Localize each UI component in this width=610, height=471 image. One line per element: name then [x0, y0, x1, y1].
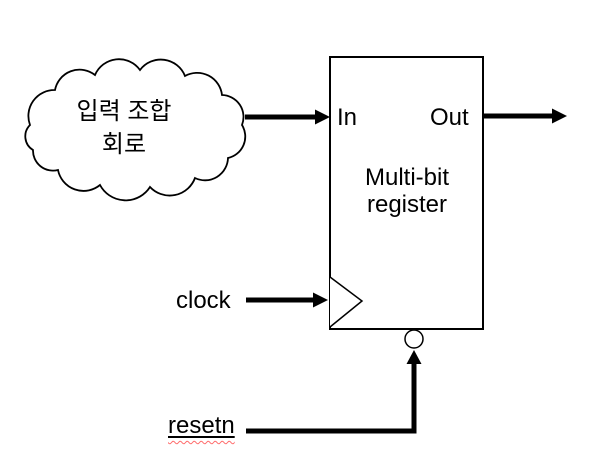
cloud-shape — [24, 58, 247, 202]
clock-edge-triangle-icon — [329, 276, 364, 328]
clock-label: clock — [176, 287, 231, 314]
cloud-label-line1: 입력 조합 — [76, 98, 172, 125]
resetn-label: resetn — [168, 413, 235, 439]
input-arrowhead-icon — [315, 109, 330, 125]
output-arrowhead-icon — [552, 108, 567, 124]
resetn-text: resetn — [168, 412, 235, 439]
register-name-line1: Multi-bit — [364, 164, 449, 191]
resetn-arrowhead-icon — [406, 350, 422, 364]
register-box — [329, 56, 484, 330]
register-out-label: Out — [430, 104, 469, 131]
register-in-label: In — [337, 104, 358, 131]
resetn-arrow-line — [246, 363, 417, 434]
resetn-spellcheck-underline: resetn — [168, 412, 235, 439]
cloud-label: 입력 조합 회로 — [33, 95, 215, 161]
register-name-line2: register — [366, 191, 448, 218]
register-name: Multi-bit register — [330, 164, 484, 218]
cloud-label-line2: 회로 — [101, 131, 147, 158]
clock-arrowhead-icon — [313, 292, 328, 308]
active-low-bubble-icon — [404, 329, 424, 349]
